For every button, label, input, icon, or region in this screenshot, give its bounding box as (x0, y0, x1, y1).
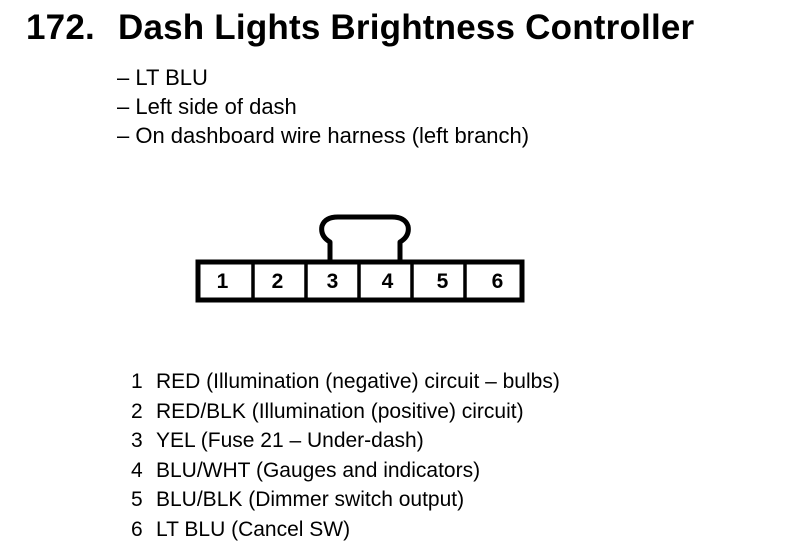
pin-3: 3 (326, 270, 339, 293)
wire-row: 3 YEL (Fuse 21 – Under-dash) (131, 426, 560, 456)
wire-description: RED (Illumination (negative) circuit – b… (156, 370, 560, 393)
wire-description: BLU/WHT (Gauges and indicators) (156, 458, 481, 482)
spec-location: – Left side of dash (117, 94, 297, 119)
wire-row: 1 RED (Illumination (negative) circuit –… (131, 367, 560, 397)
wire-pin-number: 6 (131, 517, 143, 541)
pin-2: 2 (271, 270, 284, 293)
connector-pins: 1 2 3 4 5 6 (195, 260, 525, 304)
connector-diagram: 1 2 3 4 5 6 (195, 212, 525, 304)
section-number: 172. (26, 8, 95, 47)
pin-5: 5 (436, 270, 449, 293)
spec-harness: – On dashboard wire harness (left branch… (117, 123, 530, 148)
page-title: 172. Dash Lights Brightness Controller (26, 8, 694, 48)
pin-6: 6 (491, 270, 504, 293)
wire-row: 5 BLU/BLK (Dimmer switch output) (131, 485, 560, 515)
wire-pin-number: 2 (131, 399, 143, 423)
wire-pin-number: 3 (131, 429, 143, 453)
spec-color: – LT BLU (117, 65, 208, 90)
connector-outline (195, 214, 525, 303)
wire-legend: 1 RED (Illumination (negative) circuit –… (131, 367, 560, 545)
wire-description: LT BLU (Cancel SW) (156, 517, 351, 541)
wire-pin-number: 4 (131, 458, 143, 482)
wire-row: 4 BLU/WHT (Gauges and indicators) (131, 456, 560, 486)
wire-row: 6 LT BLU (Cancel SW) (131, 515, 560, 545)
wire-pin-number: 5 (131, 488, 143, 512)
locking-tab (319, 214, 411, 260)
wire-description: RED/BLK (Illumination (positive) circuit… (156, 399, 524, 423)
title-text: Dash Lights Brightness Controller (118, 8, 695, 47)
pin-4: 4 (381, 270, 394, 293)
connector-specs: – LT BLU – Left side of dash – On dashbo… (117, 63, 529, 150)
wire-description: YEL (Fuse 21 – Under-dash) (156, 429, 424, 453)
wire-description: BLU/BLK (Dimmer switch output) (156, 488, 465, 512)
wire-row: 2 RED/BLK (Illumination (positive) circu… (131, 397, 560, 427)
wire-pin-number: 1 (131, 370, 143, 393)
pin-1: 1 (216, 270, 229, 293)
